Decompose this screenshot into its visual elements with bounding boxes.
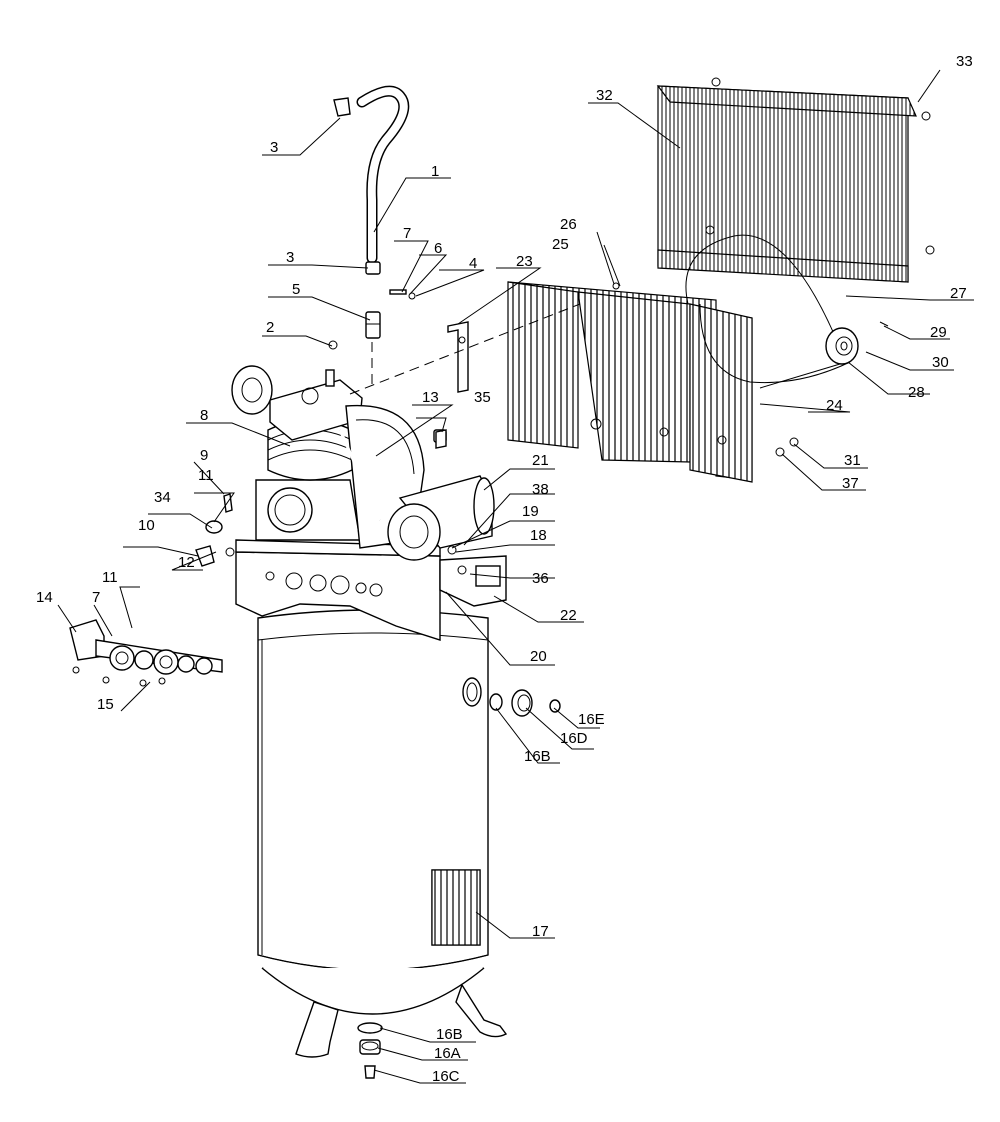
callout-23: 23 xyxy=(516,253,533,270)
callout-15: 15 xyxy=(97,696,114,713)
callout-30: 30 xyxy=(932,354,949,371)
compressor-pulley xyxy=(825,327,859,365)
callout-7: 7 xyxy=(92,589,100,606)
callout-38: 38 xyxy=(532,481,549,498)
callout-22: 22 xyxy=(560,607,577,624)
callout-17: 17 xyxy=(532,923,549,940)
callout-35: 35 xyxy=(474,389,491,406)
tank-label xyxy=(431,869,481,946)
pressure-switch-box xyxy=(439,545,507,607)
callout-16d: 16D xyxy=(560,730,588,747)
outlet-tube xyxy=(333,85,410,264)
electric-motor xyxy=(387,475,495,561)
callout-16b: 16B xyxy=(436,1026,463,1043)
callout-31: 31 xyxy=(844,452,861,469)
callout-3: 3 xyxy=(270,139,278,156)
callout-34: 34 xyxy=(154,489,171,506)
alignment-line xyxy=(349,303,581,395)
callout-11: 11 xyxy=(198,467,214,484)
callout-18: 18 xyxy=(530,527,547,544)
tube-fittings xyxy=(328,261,416,390)
callout-16c: 16C xyxy=(432,1068,460,1085)
drive-belt xyxy=(685,234,851,389)
callout-1: 1 xyxy=(431,163,439,180)
callout-21: 21 xyxy=(532,452,549,469)
compressor-pump xyxy=(255,369,363,541)
discharge-tube xyxy=(338,429,382,521)
belt-guard-front xyxy=(656,77,935,283)
air-tank xyxy=(257,609,489,1015)
small-hardware xyxy=(612,111,931,457)
callout-8: 8 xyxy=(200,407,208,424)
leader-lines xyxy=(57,69,974,1084)
callout-33: 33 xyxy=(956,53,973,70)
callout-32: 32 xyxy=(596,87,613,104)
callout-16e: 16E xyxy=(578,711,605,728)
callout-27: 27 xyxy=(950,285,967,302)
callout-11: 11 xyxy=(102,569,118,586)
callout-4: 4 xyxy=(469,255,477,272)
callout-6: 6 xyxy=(434,240,442,257)
callout-19: 19 xyxy=(522,503,539,520)
callout-24: 24 xyxy=(826,397,843,414)
drain-parts xyxy=(357,1022,383,1079)
callout-12: 12 xyxy=(178,554,195,571)
callout-28: 28 xyxy=(908,384,925,401)
tank-leg-left xyxy=(295,1001,339,1058)
belt-guard-back xyxy=(507,281,753,483)
fittings-left xyxy=(195,493,235,567)
callout-16a: 16A xyxy=(434,1045,461,1062)
callout-14: 14 xyxy=(36,589,53,606)
callout-29: 29 xyxy=(930,324,947,341)
callout-9: 9 xyxy=(200,447,208,464)
regulator-manifold xyxy=(69,619,223,687)
callout-26: 26 xyxy=(560,216,577,233)
callout-10: 10 xyxy=(138,517,155,534)
callout-labels: 1 2 3 3 4 5 6 7 7 8 9 10 11 11 12 13 14 … xyxy=(36,53,973,1085)
callout-25: 25 xyxy=(552,236,569,253)
tank-side-port xyxy=(462,677,482,707)
callout-13: 13 xyxy=(422,389,439,406)
breather-cap xyxy=(435,429,447,449)
callout-20: 20 xyxy=(530,648,547,665)
air-filter xyxy=(231,365,273,415)
bracket xyxy=(447,321,469,393)
callout-3: 3 xyxy=(286,249,294,266)
port-fittings xyxy=(489,689,561,717)
callout-2: 2 xyxy=(266,319,274,336)
callout-5: 5 xyxy=(292,281,300,298)
tank-leg-right xyxy=(455,983,508,1038)
callout-7: 7 xyxy=(403,225,411,242)
callout-16b: 16B xyxy=(524,748,551,765)
callout-37: 37 xyxy=(842,475,859,492)
callout-36: 36 xyxy=(532,570,549,587)
